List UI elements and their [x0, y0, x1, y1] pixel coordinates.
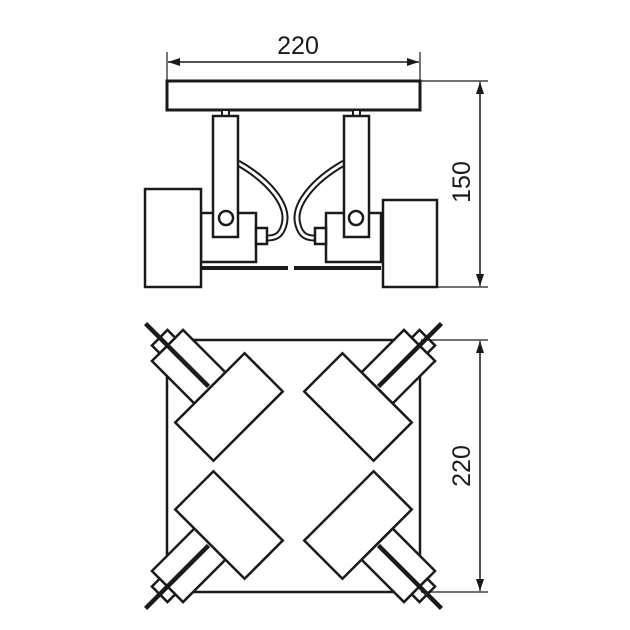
- width-dimension-label: 220: [277, 32, 319, 60]
- ceiling-plate: [165, 79, 422, 112]
- left-spot-side: [143, 109, 289, 289]
- depth-dimension-label: 220: [448, 445, 476, 487]
- pivot-screw-icon: [217, 209, 235, 227]
- height-dimension-label: 150: [448, 161, 476, 203]
- side-view: 220 150: [143, 32, 488, 289]
- right-spot-side: [293, 109, 439, 289]
- top-view: 220: [111, 289, 488, 630]
